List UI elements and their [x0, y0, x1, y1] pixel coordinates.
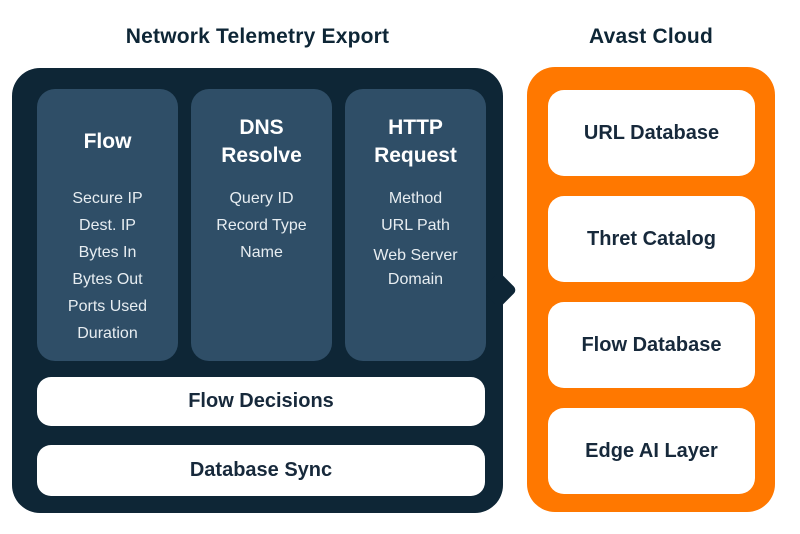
list-item: Name: [240, 244, 283, 261]
column-flow-heading: Flow: [83, 130, 132, 153]
database-sync-bar: Database Sync: [37, 445, 485, 496]
telemetry-columns: Flow Secure IP Dest. IP Bytes In Bytes O…: [37, 89, 486, 361]
cloud-panel: URL Database Thret Catalog Flow Database…: [527, 67, 775, 512]
list-item: Record Type: [216, 217, 307, 234]
list-item: Dest. IP: [79, 217, 136, 234]
pill-flow-database: Flow Database: [548, 302, 755, 388]
pill-url-database: URL Database: [548, 90, 755, 176]
list-item: Query ID: [229, 190, 294, 207]
list-item: URL Path: [381, 217, 450, 234]
telemetry-panel: Flow Secure IP Dest. IP Bytes In Bytes O…: [12, 68, 518, 513]
column-http-request-items: Method URL Path Web Server Domain: [345, 185, 486, 292]
column-flow-items: Secure IP Dest. IP Bytes In Bytes Out Po…: [37, 185, 178, 347]
list-item: Ports Used: [67, 298, 148, 315]
list-item: Bytes Out: [72, 271, 143, 288]
list-item: Method: [388, 190, 443, 207]
right-arrow-icon: [480, 271, 518, 309]
column-dns-resolve-heading: DNS Resolve: [221, 116, 302, 167]
column-dns-resolve: DNS Resolve Query ID Record Type Name: [191, 89, 332, 361]
cloud-panel-title: Avast Cloud: [589, 25, 713, 48]
flow-decisions-bar: Flow Decisions: [37, 377, 485, 426]
column-http-request: HTTP Request Method URL Path Web Server …: [345, 89, 486, 361]
telemetry-panel-title: Network Telemetry Export: [125, 25, 390, 48]
column-dns-resolve-items: Query ID Record Type Name: [191, 185, 332, 266]
pill-thret-catalog: Thret Catalog: [548, 196, 755, 282]
list-item: Secure IP: [72, 190, 143, 207]
list-item: Web Server Domain: [373, 247, 458, 288]
column-flow: Flow Secure IP Dest. IP Bytes In Bytes O…: [37, 89, 178, 361]
list-item: Duration: [77, 325, 138, 342]
column-http-request-heading: HTTP Request: [374, 116, 457, 167]
pill-edge-ai-layer: Edge AI Layer: [548, 408, 755, 494]
list-item: Bytes In: [78, 244, 137, 261]
